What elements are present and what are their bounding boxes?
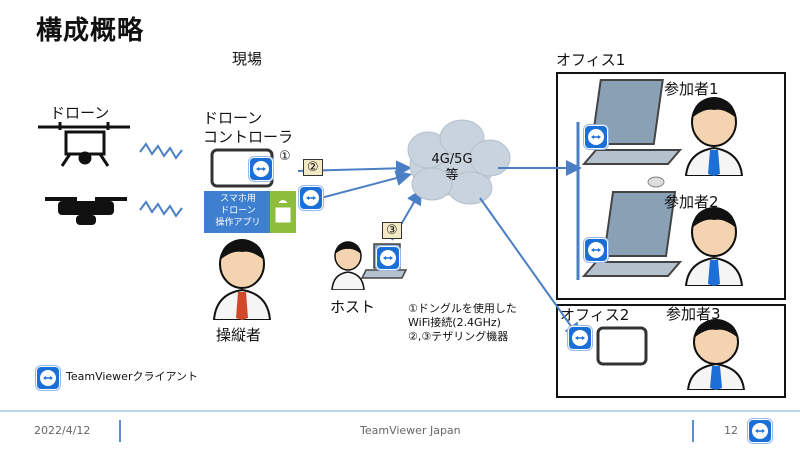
teamviewer-icon: [36, 366, 60, 390]
smartphone-app-box: [204, 191, 270, 233]
laptop-icon: [581, 191, 683, 277]
legend-label: TeamViewerクライアント: [66, 370, 199, 383]
controller-label-line2: コントローラ: [203, 128, 294, 146]
cloud-text: 4G/5G 等: [422, 152, 482, 184]
office2-box: [556, 304, 786, 398]
person-icon: [684, 207, 744, 286]
footer-separator: [692, 420, 694, 442]
footer-separator: [119, 420, 121, 442]
app-line3: 操作アプリ: [215, 218, 261, 228]
marker-1: ①: [279, 149, 291, 164]
cloud-line2: 等: [445, 168, 459, 183]
drone-icon: [38, 122, 130, 167]
teamviewer-icon: [568, 326, 592, 350]
participant3-label: 参加者3: [666, 305, 721, 323]
slide-title: 構成概略: [36, 16, 145, 46]
person-icon: [684, 97, 744, 176]
note-line1: ①ドングルを使用した: [408, 302, 517, 315]
app-line2: ドローン: [220, 206, 256, 216]
footer-page: 12: [724, 424, 738, 437]
footer-divider: [0, 410, 800, 412]
site-label: 現場: [232, 50, 263, 68]
participant1-label: 参加者1: [664, 80, 719, 98]
cloud-line1: 4G/5G: [431, 152, 473, 167]
smartphone-app-text: スマホ用 ドローン 操作アプリ: [208, 193, 268, 229]
note-text: ①ドングルを使用した WiFi接続(2.4GHz) ②,③テザリング機器: [408, 302, 517, 344]
operator-label: 操縦者: [216, 326, 262, 344]
participant2-label: 参加者2: [664, 193, 719, 211]
teamviewer-icon: [584, 238, 608, 262]
footer-date: 2022/4/12: [34, 424, 91, 437]
cloud-icon: [407, 119, 511, 205]
office2-label: オフィス2: [560, 306, 630, 324]
drone-icon: [45, 197, 127, 225]
footer-company: TeamViewer Japan: [360, 424, 461, 437]
app-line1: スマホ用: [220, 194, 256, 204]
person-icon: [331, 241, 365, 290]
diagram-canvas: [38, 79, 683, 366]
teamviewer-icon: [299, 186, 323, 210]
marker-3: ③: [382, 222, 402, 239]
teamviewer-icon: [748, 419, 772, 443]
office1-label: オフィス1: [556, 51, 626, 69]
person-icon: [686, 319, 746, 390]
host-label: ホスト: [330, 298, 376, 316]
marker-2: ②: [303, 159, 323, 176]
teamviewer-icon: [249, 157, 273, 181]
teamviewer-icon: [584, 125, 608, 149]
drone-label: ドローン: [50, 104, 110, 122]
person-icon: [212, 239, 272, 320]
laptop-icon: [581, 79, 683, 188]
note-line3: ②,③テザリング機器: [408, 330, 509, 343]
teamviewer-icon: [376, 246, 400, 270]
tablet-icon: [596, 326, 648, 366]
signal-icon: [139, 142, 183, 218]
controller-label-line1: ドローン: [203, 109, 263, 127]
note-line2: WiFi接続(2.4GHz): [408, 316, 501, 329]
